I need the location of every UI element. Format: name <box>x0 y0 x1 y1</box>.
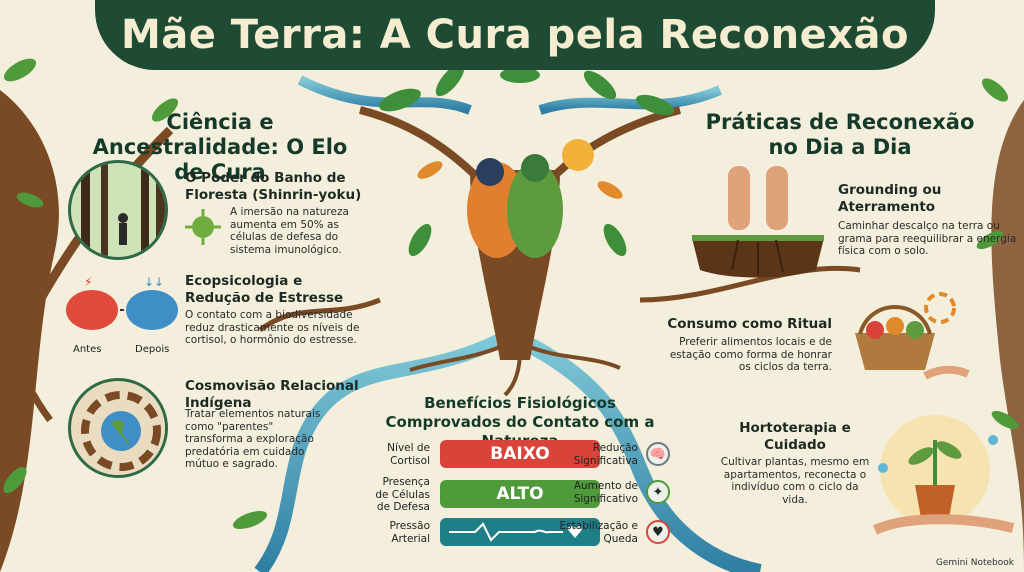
vegetable-basket-icon <box>855 292 970 380</box>
left-item-2-text: O contato com a biodiversidade reduz dra… <box>185 309 360 346</box>
left-item-3-text: Tratar elementos naturais como "parentes… <box>185 408 321 470</box>
pulse-line-icon <box>449 522 582 542</box>
right-item-2-title: Consumo como Ritual <box>667 316 832 332</box>
benefit-row-3-result: Estabilização e Queda <box>559 520 638 545</box>
benefit-row-3-label: Pressão Arterial <box>389 520 431 545</box>
forest-illustration <box>68 160 168 260</box>
brain-comparison-icon: ⚡ ↓↓ <box>66 275 178 330</box>
immune-cell-icon <box>185 209 221 245</box>
left-section-heading: Ciência e Ancestralidade: O Elo de Cura <box>92 110 348 184</box>
right-item-1-title: Grounding ou Aterramento <box>838 182 942 215</box>
brain-before-label: Antes <box>73 344 102 355</box>
cortisol-bar: BAIXO <box>440 440 600 468</box>
brain-after-label: Depois <box>135 344 170 355</box>
potted-plant-icon <box>872 415 1015 535</box>
benefit-row-2-result: Aumento de Significativo <box>573 480 638 505</box>
grounding-feet-icon <box>692 166 824 278</box>
defense-cells-bar: ALTO <box>440 480 600 508</box>
right-section-heading: Práticas de Reconexão no Dia a Dia <box>705 110 975 159</box>
blood-pressure-bar <box>440 518 600 546</box>
title-banner: Mãe Terra: A Cura pela Reconexão <box>95 0 935 70</box>
benefit-row-1-label: Nível de Cortisol <box>387 442 430 467</box>
defense-cells-value: ALTO <box>496 484 544 504</box>
right-item-3-title: Hortoterapia e Cuidado <box>739 420 851 453</box>
left-item-2-title: Ecopsicologia e Redução de Estresse <box>185 273 344 306</box>
benefit-row-1-result: Redução Significativa <box>573 442 638 467</box>
benefit-row-2-label: Presença de Células de Defesa <box>375 476 430 513</box>
shield-cell-icon: ✦ <box>646 480 670 504</box>
right-item-1-text: Caminhar descalço na terra ou grama para… <box>838 220 1017 257</box>
right-item-2-text: Preferir alimentos locais e de estação c… <box>669 336 832 373</box>
left-item-1-text: A imersão na natureza aumenta em 50% as … <box>230 206 349 256</box>
left-item-3-title: Cosmovisão Relacional Indígena <box>185 378 359 411</box>
left-item-1-title: O Poder do Banho de Floresta (Shinrin-yo… <box>185 170 362 203</box>
cortisol-value: BAIXO <box>490 444 550 464</box>
svg-text:↓↓: ↓↓ <box>144 275 164 289</box>
watermark: Gemini Notebook <box>935 558 1014 568</box>
heart-pulse-icon: ♥ <box>646 520 670 544</box>
indigenous-cosmovision-illustration <box>68 378 168 478</box>
brain-icon: 🧠 <box>646 442 670 466</box>
earth-hands-icon <box>74 384 165 475</box>
right-item-3-text: Cultivar plantas, mesmo em apartamentos,… <box>720 456 870 506</box>
page-title: Mãe Terra: A Cura pela Reconexão <box>120 12 910 58</box>
forest-icon <box>71 163 165 257</box>
svg-text:⚡: ⚡ <box>84 275 92 289</box>
